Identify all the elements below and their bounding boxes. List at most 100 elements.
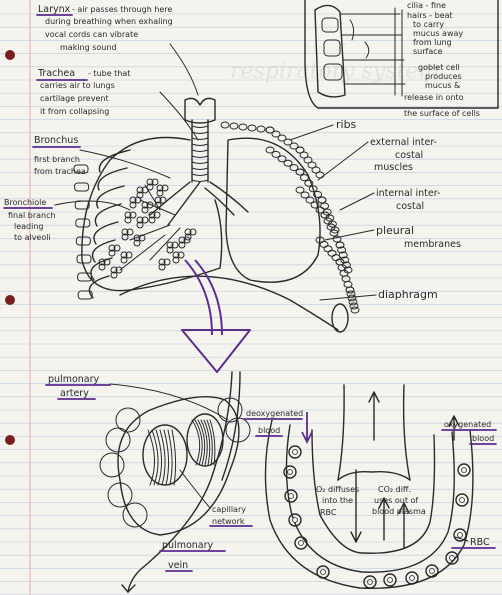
thorax-right-labels: ribs external inter- costal muscles inte… bbox=[289, 118, 461, 301]
ext-intercostal-line: costal bbox=[395, 150, 423, 161]
cilia-desc: cilia - fine hairs - beat to carry mucus… bbox=[407, 1, 463, 56]
bronchus-desc-line: first branch bbox=[34, 155, 80, 164]
bronchiole-desc-line: final branch bbox=[8, 211, 56, 220]
rib-bead bbox=[238, 123, 248, 131]
o2-diffuses-line: RBC bbox=[320, 508, 337, 517]
rib-bead bbox=[265, 126, 275, 134]
alveolus bbox=[124, 211, 132, 219]
deoxygenated-line: deoxygenated bbox=[246, 409, 303, 418]
diaphragm bbox=[119, 275, 339, 331]
rbc-center bbox=[292, 517, 298, 523]
alveolus bbox=[136, 186, 144, 194]
rib-bead bbox=[304, 179, 314, 187]
capillary-mesh bbox=[147, 419, 216, 486]
trachea-ring bbox=[191, 167, 209, 170]
trachea-ring bbox=[191, 125, 209, 128]
rib bbox=[93, 221, 119, 245]
trachea-desc-line: it from collapsing bbox=[40, 107, 109, 116]
rbc-center bbox=[429, 568, 435, 574]
alveolus bbox=[108, 249, 116, 257]
trachea-desc-line: carries air to lungs bbox=[40, 81, 115, 90]
o2-diffuses-line: into the bbox=[322, 496, 353, 505]
goblet-desc-line: produces bbox=[425, 72, 462, 81]
trachea-annotation: Trachea - tube that carries air to lungs… bbox=[36, 68, 199, 141]
alveolus bbox=[183, 236, 191, 244]
punch-hole-top bbox=[5, 50, 15, 60]
alveolus bbox=[146, 183, 154, 191]
gas-exchange-labels: deoxygenated blood oxygenated blood O₂ d… bbox=[243, 409, 497, 549]
pulmonary-artery-label: pulmonary artery bbox=[45, 374, 229, 421]
alveolus bbox=[148, 211, 156, 219]
alveolus bbox=[156, 189, 164, 197]
rib-bead bbox=[305, 196, 315, 204]
alveolus bbox=[136, 216, 144, 224]
epithelial-cells-sketch bbox=[314, 4, 406, 98]
trachea-ring bbox=[191, 149, 209, 152]
punch-hole-middle bbox=[5, 295, 15, 305]
co2-diffuses-line: uses out of bbox=[374, 496, 418, 505]
rib-bead bbox=[299, 174, 309, 182]
rib-end bbox=[77, 290, 93, 300]
ext-intercostal-line: muscles bbox=[374, 162, 413, 173]
pulmonary-vein-line: vein bbox=[168, 560, 188, 571]
rbc bbox=[445, 551, 459, 565]
rbc-center bbox=[457, 532, 463, 538]
alveolus bbox=[103, 258, 111, 266]
alveolus bbox=[120, 256, 128, 264]
rib-end bbox=[76, 254, 92, 264]
rib-bead bbox=[311, 166, 321, 174]
alveolus-lobe bbox=[105, 427, 131, 453]
alveolus bbox=[121, 228, 129, 236]
co2-diffuses-line: blood plasma bbox=[372, 507, 426, 516]
alveolus bbox=[172, 256, 180, 264]
alveolus bbox=[156, 184, 164, 192]
bronchiole-tree bbox=[119, 184, 181, 271]
bronchus-term: Bronchus bbox=[34, 135, 78, 146]
rib-bead bbox=[313, 190, 323, 198]
trachea-term: Trachea bbox=[37, 68, 75, 79]
alveolus bbox=[146, 178, 154, 186]
rbc bbox=[383, 573, 397, 587]
alveolus bbox=[178, 236, 186, 244]
alveolus bbox=[98, 263, 106, 271]
capillary bbox=[191, 419, 201, 466]
rbc bbox=[453, 528, 467, 542]
rib-bead bbox=[303, 156, 313, 164]
alveolus bbox=[124, 216, 132, 224]
rib-bead bbox=[337, 246, 347, 254]
alveolus bbox=[161, 184, 169, 192]
larynx-desc-line: during breathing when exhaling bbox=[45, 17, 173, 26]
cilia-desc-line: hairs - beat bbox=[407, 11, 453, 20]
rib-bead bbox=[320, 202, 330, 210]
rbc-center bbox=[449, 555, 455, 561]
rbc-center bbox=[287, 469, 293, 475]
alveolus bbox=[166, 246, 174, 254]
rib-end bbox=[73, 164, 89, 174]
rbc-center bbox=[320, 569, 326, 575]
cilia-desc-line: to carry bbox=[413, 20, 444, 29]
larynx-term: Larynx bbox=[38, 4, 71, 15]
right-lung bbox=[225, 137, 321, 283]
rib-bead bbox=[307, 161, 317, 169]
alveolus bbox=[120, 251, 128, 259]
rbc bbox=[294, 536, 308, 550]
right-ribs-intercostal bbox=[220, 121, 360, 314]
rib-bead bbox=[308, 185, 318, 193]
alveolus bbox=[171, 241, 179, 249]
goblet-desc: goblet cell produces mucus & release in … bbox=[404, 63, 480, 118]
rbc-center bbox=[409, 575, 415, 581]
capillary bbox=[155, 429, 162, 486]
alveolus bbox=[125, 251, 133, 259]
alveolus bbox=[141, 216, 149, 224]
rib bbox=[91, 239, 116, 263]
capillary bbox=[167, 429, 173, 486]
alveolus bbox=[177, 251, 185, 259]
trachea-desc-line: cartilage prevent bbox=[40, 94, 109, 103]
rbc-cells bbox=[283, 445, 471, 589]
rbc bbox=[283, 465, 297, 479]
rib-bead bbox=[300, 191, 310, 199]
alveolus bbox=[154, 196, 162, 204]
pulmonary-artery-line: pulmonary bbox=[48, 374, 100, 385]
rib-bead bbox=[341, 275, 351, 283]
ext-intercostal-line: external inter- bbox=[370, 137, 437, 148]
